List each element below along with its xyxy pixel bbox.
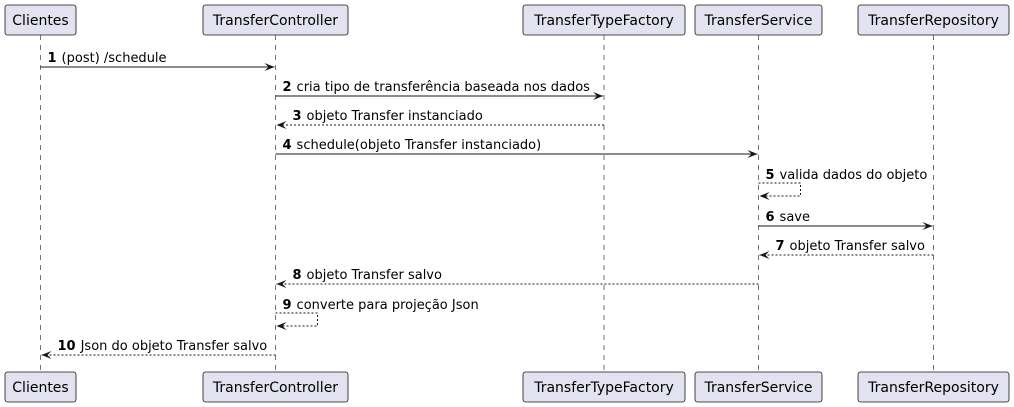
- message-3: 3 objeto Transfer instanciado: [276, 109, 604, 129]
- participant-label: TransferService: [703, 380, 812, 396]
- message-text: (post) /schedule: [62, 51, 167, 66]
- message-label: 9 converte para projeção Json: [283, 298, 479, 313]
- participant-label: TransferRepository: [867, 380, 999, 396]
- participant-label: TransferController: [212, 380, 338, 396]
- message-number: 6: [766, 210, 775, 225]
- participant-label: TransferTypeFactory: [533, 380, 674, 396]
- message-6: 6 save: [758, 210, 933, 230]
- participant-service-bottom: TransferService: [694, 371, 823, 403]
- message-number: 1: [48, 51, 57, 66]
- message-label: 1 (post) /schedule: [48, 51, 167, 66]
- message-number: 7: [776, 239, 785, 254]
- message-9: 9 converte para projeção Json: [275, 298, 479, 330]
- message-number: 10: [58, 339, 76, 354]
- message-8: 8 objeto Transfer salvo: [276, 268, 759, 288]
- message-7: 7 objeto Transfer salvo: [759, 239, 934, 259]
- participant-repository-top: TransferRepository: [857, 4, 1010, 36]
- message-text: cria tipo de transferência baseada nos d…: [297, 80, 591, 95]
- participant-service-top: TransferService: [694, 4, 823, 36]
- participant-factory-bottom: TransferTypeFactory: [522, 371, 686, 403]
- message-text: Json do objeto Transfer salvo: [80, 339, 268, 354]
- message-label: 4 schedule(objeto Transfer instanciado): [283, 138, 542, 153]
- participant-label: TransferController: [212, 13, 338, 29]
- message-number: 3: [293, 109, 302, 124]
- message-number: 5: [766, 168, 775, 183]
- message-text: objeto Transfer salvo: [790, 239, 925, 254]
- message-label: 3 objeto Transfer instanciado: [293, 109, 483, 124]
- participant-repository-bottom: TransferRepository: [857, 371, 1010, 403]
- message-label: 7 objeto Transfer salvo: [776, 239, 925, 254]
- message-2: 2 cria tipo de transferência baseada nos …: [275, 80, 603, 100]
- message-text: objeto Transfer salvo: [307, 268, 442, 283]
- participant-label: Clientes: [12, 13, 68, 29]
- message-4: 4 schedule(objeto Transfer instanciado): [275, 138, 758, 158]
- message-number: 8: [293, 268, 302, 283]
- message-number: 9: [283, 298, 292, 313]
- message-number: 2: [283, 80, 292, 95]
- message-10: 10 Json do objeto Transfer salvo: [41, 339, 276, 359]
- participant-label: Clientes: [12, 380, 68, 396]
- message-number: 4: [283, 138, 292, 153]
- participant-controller-bottom: TransferController: [202, 371, 349, 403]
- message-text: converte para projeção Json: [297, 298, 479, 313]
- message-label: 8 objeto Transfer salvo: [293, 268, 442, 283]
- message-label: 10 Json do objeto Transfer salvo: [58, 339, 268, 354]
- message-label: 6 save: [766, 210, 810, 225]
- message-1: 1 (post) /schedule: [40, 51, 275, 71]
- participant-factory-top: TransferTypeFactory: [522, 4, 686, 36]
- message-text: valida dados do objeto: [780, 168, 928, 183]
- message-label: 5 valida dados do objeto: [766, 168, 928, 183]
- participant-label: TransferRepository: [867, 13, 999, 29]
- message-label: 2 cria tipo de transferência baseada nos …: [283, 80, 591, 95]
- message-text: schedule(objeto Transfer instanciado): [297, 138, 542, 153]
- participant-clientes-top: Clientes: [4, 4, 77, 36]
- message-text: save: [780, 210, 810, 225]
- participant-controller-top: TransferController: [202, 4, 349, 36]
- participant-label: TransferService: [703, 13, 812, 29]
- message-5: 5 valida dados do objeto: [758, 168, 928, 200]
- message-text: objeto Transfer instanciado: [307, 109, 483, 124]
- participant-label: TransferTypeFactory: [533, 13, 674, 29]
- participant-clientes-bottom: Clientes: [4, 371, 77, 403]
